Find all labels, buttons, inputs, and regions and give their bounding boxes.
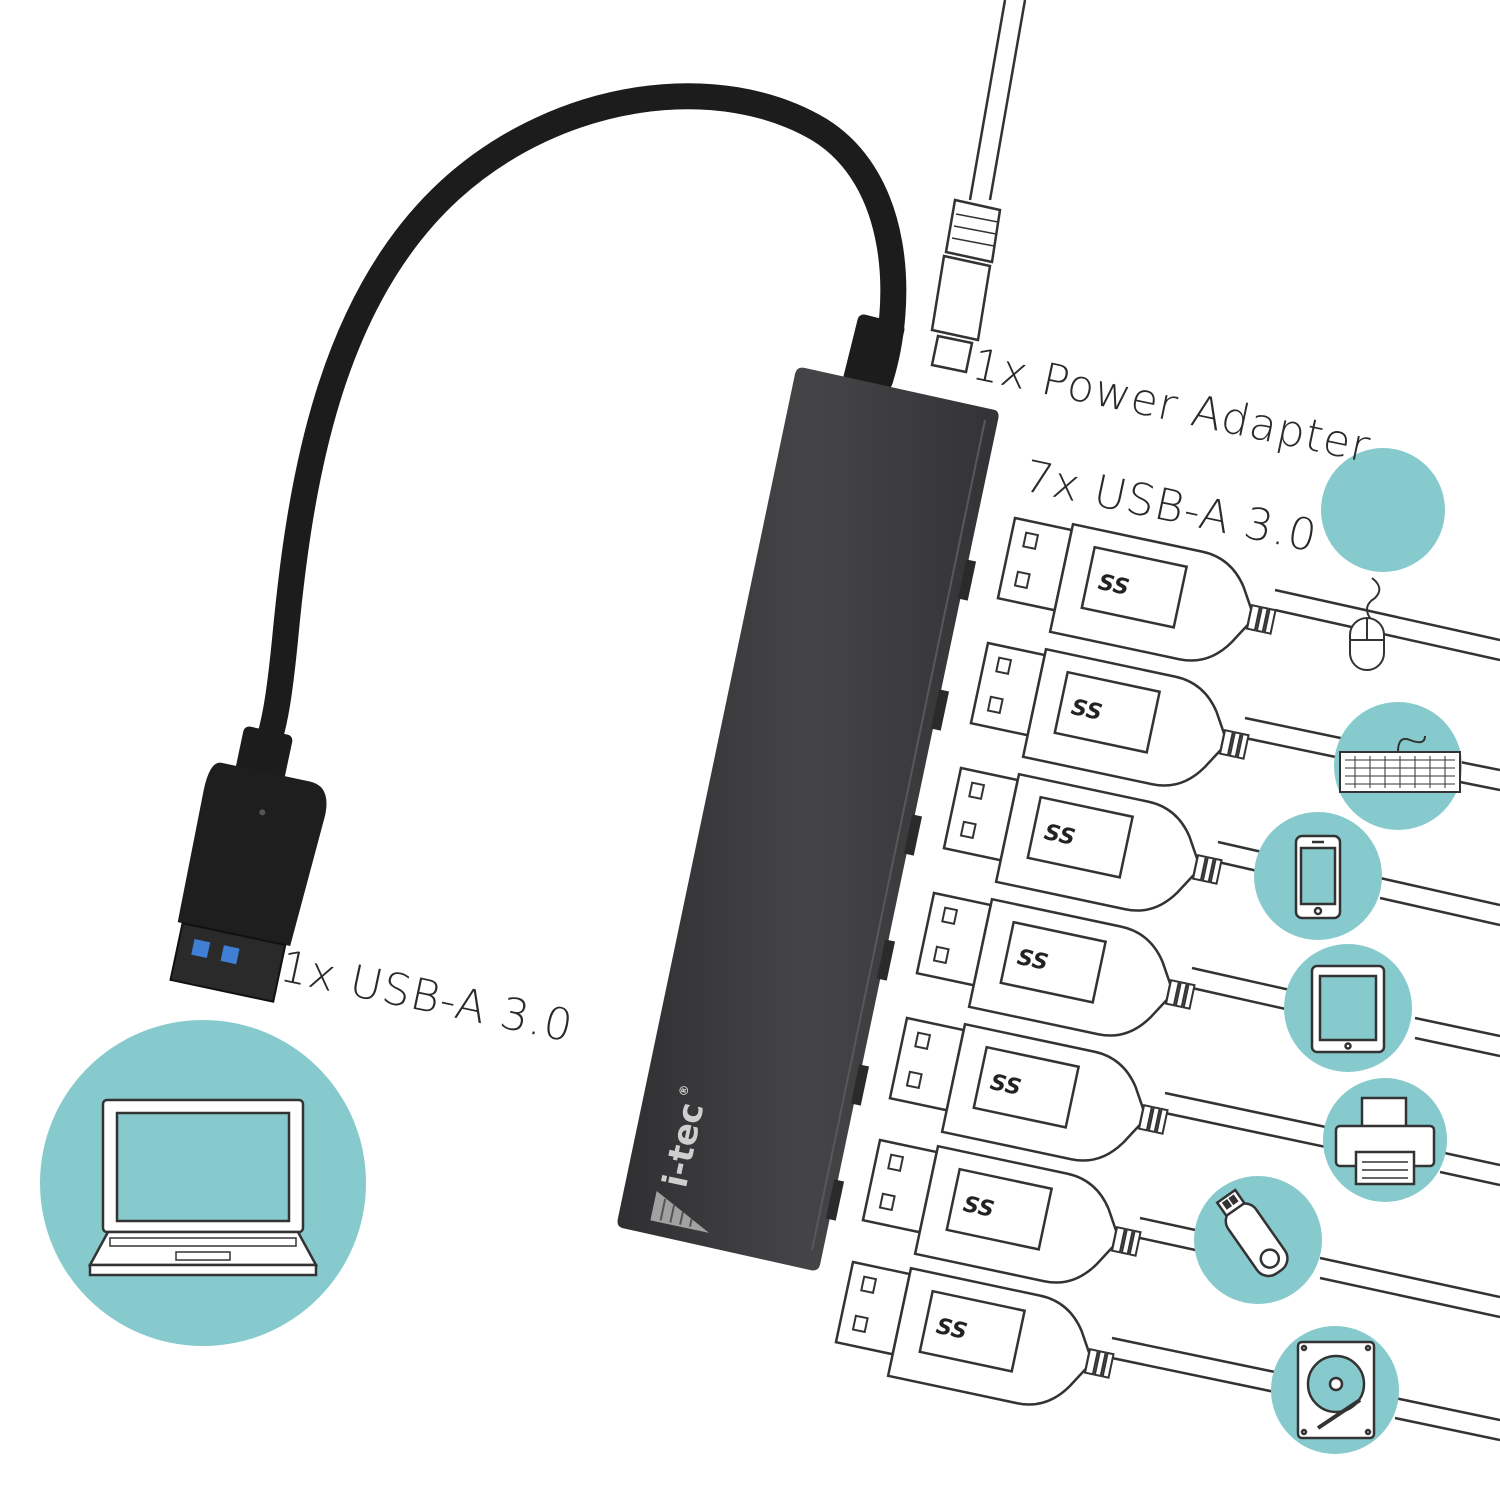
usb-hub-body: i-tec ®: [617, 367, 999, 1271]
usb-plug-6: SS: [857, 1132, 1151, 1300]
laptop-icon: [87, 1098, 319, 1277]
smartphone-icon: [1294, 834, 1342, 920]
upstream-cable: [249, 83, 907, 773]
upstream-usb-plug: [169, 762, 327, 1003]
upstream-port-label: 1x USB-A 3.0: [276, 941, 578, 1053]
usb-plug-4: SS: [911, 885, 1205, 1053]
downstream-usb-plugs: SS SS SS SS SS SS SS: [830, 510, 1286, 1422]
usb-plug-7: SS: [830, 1254, 1124, 1422]
device-circle-1: [1321, 448, 1445, 572]
power-adapter-label: 1x Power Adapter: [968, 339, 1375, 473]
usb-plug-1: SS: [992, 510, 1286, 678]
keyboard-icon: [1339, 735, 1461, 793]
tablet-icon: [1310, 964, 1386, 1054]
brand-trademark: ®: [676, 1083, 692, 1098]
usb-plug-2: SS: [965, 635, 1259, 803]
printer-icon: [1334, 1096, 1436, 1186]
usb-plug-3: SS: [938, 760, 1232, 928]
hard-drive-icon: [1296, 1340, 1376, 1440]
usb-plug-5: SS: [884, 1010, 1178, 1178]
power-adapter-cable: [930, 0, 1027, 374]
cable-strain-relief-hub: [843, 314, 905, 392]
downstream-cables: [1111, 588, 1500, 1442]
usb-flash-drive-icon: [1215, 1188, 1289, 1278]
mouse-icon: [1349, 577, 1385, 671]
